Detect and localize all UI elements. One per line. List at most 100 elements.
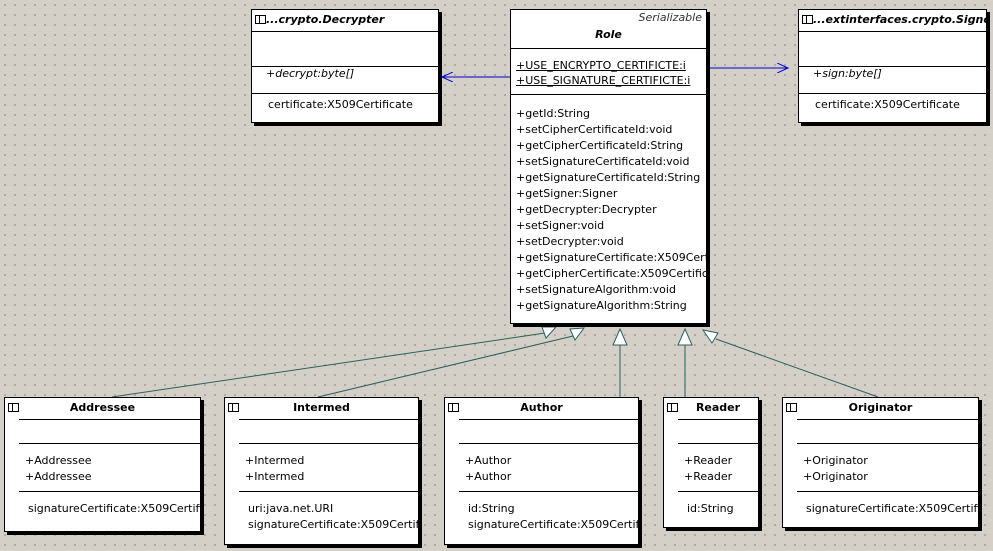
role-method: +getSigner:Signer — [516, 187, 618, 200]
generalization-intermed — [317, 335, 574, 398]
reader-ctor: +Reader — [684, 454, 733, 467]
signer-divider-1 — [799, 31, 986, 32]
addressee-divider-3 — [19, 491, 200, 492]
role-method: +getDecrypter:Decrypter — [516, 203, 657, 216]
role-method: +getCipherCertificate:X509Certifica — [516, 267, 707, 280]
role-method: +setSignatureCertificateId:void — [516, 155, 690, 168]
reader-divider-3 — [678, 491, 758, 492]
addressee-name: Addressee — [69, 401, 136, 414]
originator-divider-3 — [797, 491, 978, 492]
inheritance-arrow-originator — [701, 329, 719, 344]
author-divider-3 — [459, 491, 638, 492]
intermed-class[interactable]: Intermed +Intermed +Intermed uri:java.ne… — [224, 397, 419, 545]
originator-name: Originator — [848, 401, 913, 414]
role-method: +getId:String — [516, 107, 591, 120]
addressee-field: signatureCertificate:X509Certific — [28, 502, 201, 515]
generalization-addressee — [111, 332, 546, 398]
intermed-divider-3 — [239, 491, 418, 492]
originator-ctor: +Originator — [803, 470, 868, 483]
reader-name: Reader — [695, 401, 741, 414]
intermed-field: signatureCertificate:X509Certific — [248, 518, 419, 531]
role-method: +getSignatureCertificate:X509Certifi — [516, 251, 707, 264]
intermed-ctor: +Intermed — [245, 470, 305, 483]
role-method: +setSignatureAlgorithm:void — [516, 283, 676, 296]
reader-ctor: +Reader — [684, 470, 733, 483]
signer-method: +sign:byte[] — [813, 67, 882, 80]
class-handle-icon[interactable] — [786, 403, 797, 412]
role-name: Role — [595, 28, 622, 41]
inheritance-arrow-reader — [677, 327, 693, 346]
author-divider-2 — [459, 443, 638, 444]
originator-header: Originator — [783, 398, 978, 419]
decrypter-divider-2 — [252, 66, 438, 67]
originator-divider-2 — [797, 443, 978, 444]
author-ctor: +Author — [465, 470, 512, 483]
decrypter-field: certificate:X509Certificate — [268, 98, 413, 111]
author-divider-1 — [459, 419, 638, 420]
author-header: Author — [445, 398, 638, 419]
role-method: +getCipherCertificateId:String — [516, 139, 684, 152]
class-handle-icon[interactable] — [8, 403, 19, 412]
class-handle-icon[interactable] — [667, 403, 678, 412]
reader-class[interactable]: Reader +Reader +Reader id:String — [663, 397, 759, 528]
signer-name: ...extinterfaces.crypto.Signer — [813, 13, 987, 26]
decrypter-divider-1 — [252, 31, 438, 32]
decrypter-class[interactable]: ...crypto.Decrypter +decrypt:byte[] cert… — [251, 9, 439, 123]
intermed-name: Intermed — [293, 401, 350, 414]
addressee-header: Addressee — [5, 398, 200, 419]
role-attribute: +USE_ENCRYPTO_CERTIFICTE:i — [516, 59, 686, 72]
originator-divider-1 — [797, 419, 978, 420]
decrypter-header: ...crypto.Decrypter — [252, 10, 438, 31]
role-divider-2 — [511, 94, 706, 95]
intermed-divider-1 — [239, 419, 418, 420]
author-field: signatureCertificate:X509Certific — [468, 518, 639, 531]
signer-divider-2 — [799, 66, 986, 67]
intermed-header: Intermed — [225, 398, 418, 419]
decrypter-divider-3 — [252, 93, 438, 94]
reader-divider-1 — [678, 419, 758, 420]
role-class[interactable]: Serializable Role +USE_ENCRYPTO_CERTIFIC… — [510, 9, 707, 324]
class-handle-icon[interactable] — [255, 15, 266, 24]
inheritance-arrow-author — [612, 327, 628, 346]
addressee-ctor: +Addressee — [25, 454, 92, 467]
class-handle-icon[interactable] — [802, 15, 813, 24]
role-method: +getSignatureAlgorithm:String — [516, 299, 687, 312]
originator-field: signatureCertificate:X509Certific — [806, 502, 979, 515]
signer-class[interactable]: ...extinterfaces.crypto.Signer +sign:byt… — [798, 9, 987, 123]
originator-class[interactable]: Originator +Originator +Originator signa… — [782, 397, 979, 528]
addressee-divider-2 — [19, 443, 200, 444]
reader-header: Reader — [664, 398, 758, 419]
inheritance-arrow-intermed — [569, 327, 586, 341]
decrypter-method: +decrypt:byte[] — [266, 67, 355, 80]
role-method: +setCipherCertificateId:void — [516, 123, 673, 136]
role-method: +setSigner:void — [516, 219, 605, 232]
reader-field: id:String — [687, 502, 734, 515]
author-ctor: +Author — [465, 454, 512, 467]
author-field: id:String — [468, 502, 515, 515]
signer-field: certificate:X509Certificate — [815, 98, 960, 111]
originator-ctor: +Originator — [803, 454, 868, 467]
role-stereotype: Serializable — [638, 11, 702, 24]
addressee-class[interactable]: Addressee +Addressee +Addressee signatur… — [4, 397, 201, 532]
author-name: Author — [520, 401, 563, 414]
class-handle-icon[interactable] — [448, 403, 459, 412]
generalization-originator — [715, 338, 879, 398]
reader-divider-2 — [678, 443, 758, 444]
addressee-ctor: +Addressee — [25, 470, 92, 483]
inheritance-arrow-addressee — [541, 326, 558, 339]
role-header: Serializable Role — [511, 10, 706, 48]
role-attributes: +USE_ENCRYPTO_CERTIFICTE:i +USE_SIGNATUR… — [511, 58, 706, 88]
intermed-ctor: +Intermed — [245, 454, 305, 467]
addressee-divider-1 — [19, 419, 200, 420]
role-divider-1 — [511, 48, 706, 49]
role-method: +setDecrypter:void — [516, 235, 624, 248]
signer-header: ...extinterfaces.crypto.Signer — [799, 10, 986, 31]
author-class[interactable]: Author +Author +Author id:String signatu… — [444, 397, 639, 545]
intermed-divider-2 — [239, 443, 418, 444]
role-method: +getSignatureCertificateId:String — [516, 171, 701, 184]
role-attribute: +USE_SIGNATURE_CERTIFICTE:i — [516, 74, 691, 87]
class-handle-icon[interactable] — [228, 403, 239, 412]
signer-divider-3 — [799, 93, 986, 94]
decrypter-name: ...crypto.Decrypter — [266, 13, 385, 26]
role-methods: +getId:String +setCipherCertificateId:vo… — [511, 106, 706, 314]
